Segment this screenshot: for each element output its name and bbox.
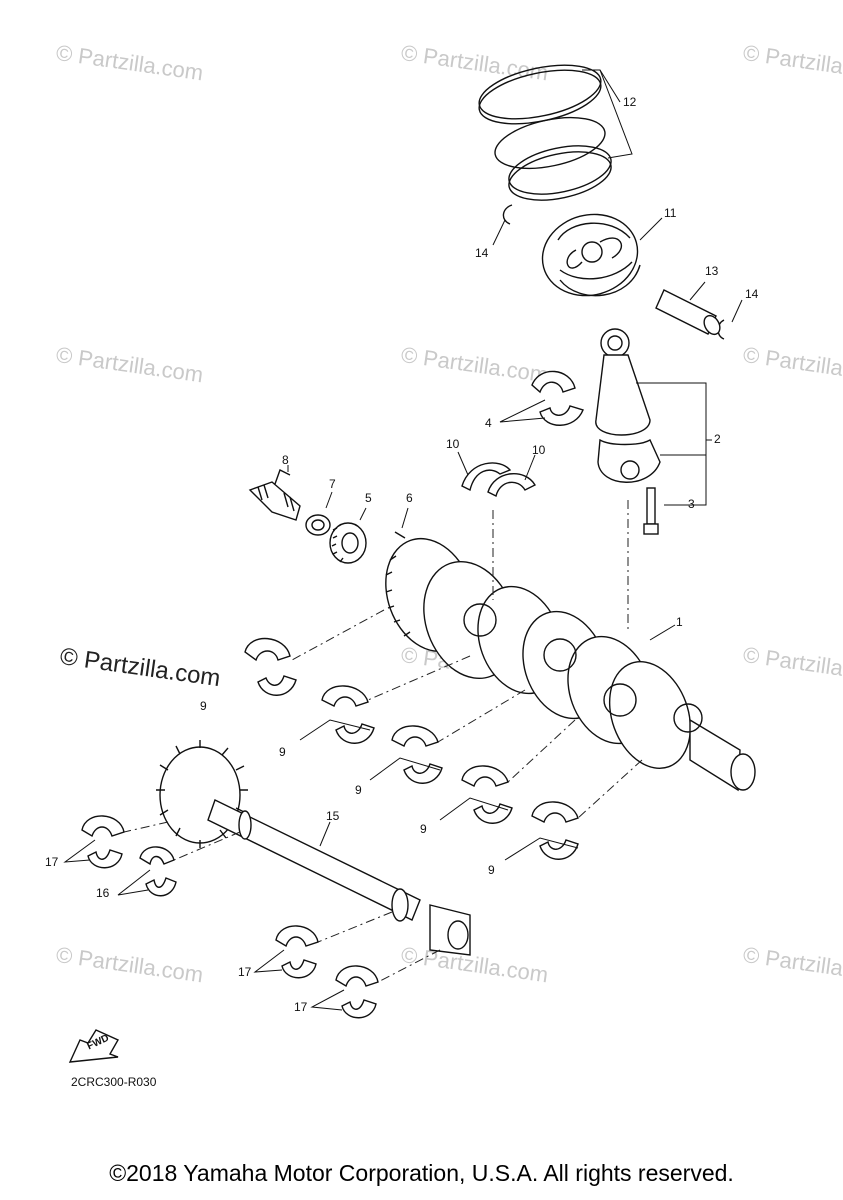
- callout-9: 9: [488, 863, 495, 877]
- callout-3: 3: [688, 497, 695, 511]
- piston-pin: [655, 281, 721, 336]
- piston-rings: [478, 64, 633, 201]
- callout-13: 13: [705, 264, 719, 278]
- rod-bearings: [499, 370, 584, 426]
- callout-9: 9: [200, 699, 207, 713]
- connecting-rod: [595, 328, 712, 506]
- callout-4: 4: [485, 416, 492, 430]
- circlip: [502, 204, 513, 225]
- callout-6: 6: [406, 491, 413, 505]
- callout-12: 12: [623, 95, 637, 109]
- callout-9: 9: [279, 745, 286, 759]
- callout-8: 8: [282, 453, 289, 467]
- copyright-notice: ©2018 Yamaha Motor Corporation, U.S.A. A…: [109, 1160, 734, 1186]
- callout-9: 9: [420, 822, 427, 836]
- thrust-washers: [457, 451, 536, 498]
- callout-17: 17: [45, 855, 59, 869]
- callout-16: 16: [96, 886, 110, 900]
- crank-bolt-set: [248, 465, 409, 564]
- callout-14: 14: [745, 287, 759, 301]
- callout-7: 7: [329, 477, 336, 491]
- piston: [541, 213, 663, 297]
- callout-1: 1: [676, 615, 683, 629]
- assembly-lines: [123, 500, 643, 983]
- callout-11: 11: [664, 206, 677, 220]
- callout-9: 9: [355, 783, 362, 797]
- callout-17: 17: [238, 965, 252, 979]
- main-bearings: [244, 637, 579, 861]
- rod-bolt: [643, 487, 659, 535]
- callout-15: 15: [326, 809, 340, 823]
- callout-10: 10: [446, 437, 460, 451]
- callout-2: 2: [714, 432, 721, 446]
- callout-14: 14: [475, 246, 489, 260]
- callout-10: 10: [532, 443, 546, 457]
- fwd-arrow-icon: [68, 1029, 119, 1063]
- callout-5: 5: [365, 491, 372, 505]
- reference-code: 2CRC300-R030: [71, 1075, 157, 1089]
- callout-17: 17: [294, 1000, 308, 1014]
- balancer-bearings: [63, 815, 379, 1019]
- crankshaft: [385, 537, 756, 792]
- balancer-shaft: [156, 740, 471, 956]
